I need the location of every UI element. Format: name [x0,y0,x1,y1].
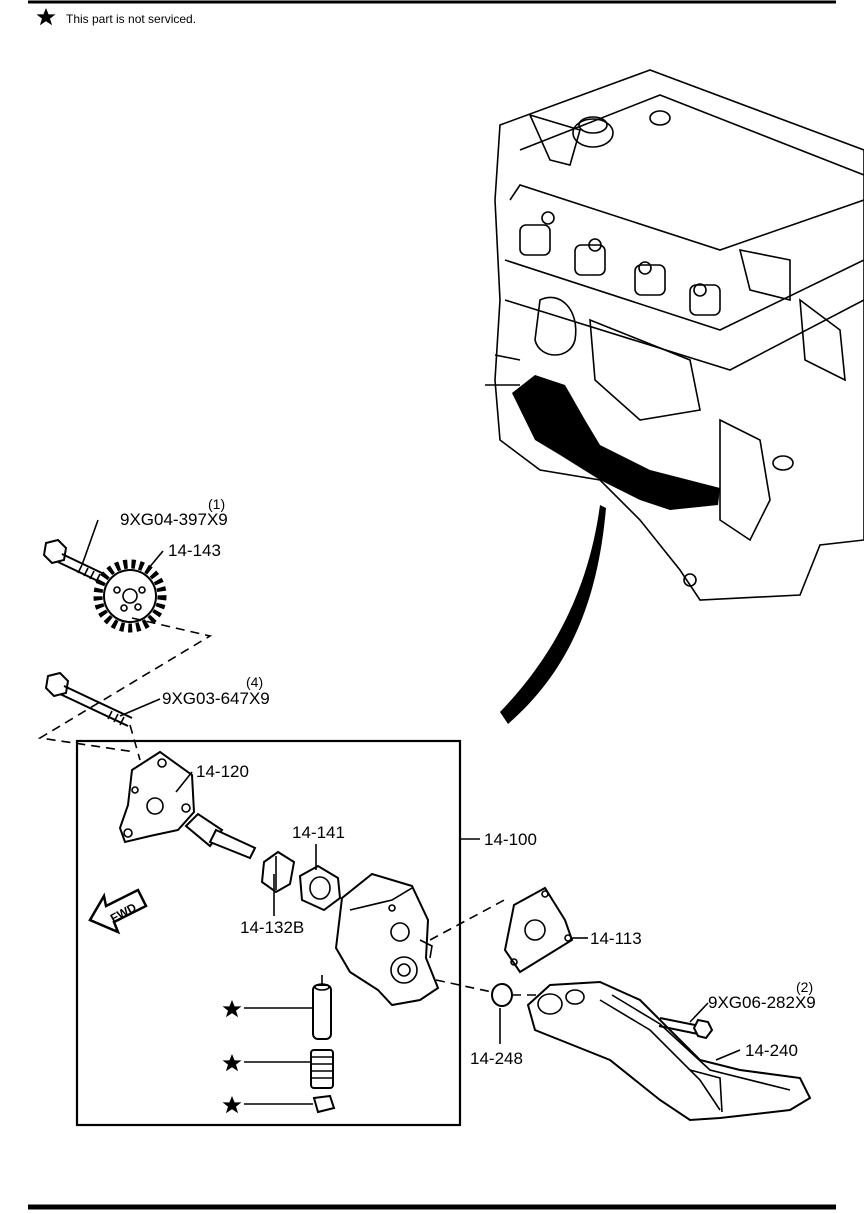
gear-bolt-callout: 9XG04-397X9 [120,510,228,529]
gear-bolt-qty: (1) [208,496,225,512]
leader-strainer-bolt [689,1002,709,1023]
inner-rotor [260,850,296,894]
oil-pump-location-highlight [512,375,720,510]
strainer-bolt [658,1017,714,1040]
oil-strainer [526,980,812,1122]
star-icon [222,1054,242,1072]
engine-block-illustration [485,69,864,601]
outer-rotor-callout: 14-141 [292,823,345,842]
pump-mounting-bolt [44,671,133,727]
pump-cover [118,750,196,844]
o-ring [491,983,513,1007]
outer-rotor [298,864,342,912]
pump-body [334,872,440,1007]
legend: This part is not serviced. [36,8,196,26]
cover-callout: 14-120 [196,762,249,781]
pump-gasket [503,886,574,974]
star-icon [222,1000,242,1018]
gasket-callout: 14-113 [590,929,642,948]
fwd-direction-arrow: FWD [88,888,148,935]
fwd-arrow-icon [88,888,148,935]
assembly-line-bolt [129,724,141,761]
leader-gear-bolt [81,519,99,566]
relief-spring [310,1049,334,1089]
oil-pump-sprocket [93,559,167,633]
strainer-callout: 14-240 [745,1041,798,1060]
star-icon [36,8,56,26]
pump-shaft [184,812,257,860]
leader-strainer [715,1049,741,1061]
leader-long-bolt [119,698,161,717]
star-icon [222,1096,242,1114]
legend-note: This part is not serviced. [66,12,196,26]
strainer-bolt-qty: (2) [796,979,813,995]
leader-gear [147,550,164,570]
leader-cover [175,771,193,793]
o-ring-callout: 14-248 [470,1049,523,1068]
assembly-line-gasket [429,897,509,941]
relief-plug [312,1094,336,1114]
location-pointer-arrow [500,505,606,724]
long-bolt-qty: (4) [246,674,263,690]
gear-bolt [42,538,105,583]
inner-rotor-callout: 14-132B [240,918,304,937]
long-bolt-callout: 9XG03-647X9 [162,689,270,708]
relief-plunger [312,983,332,1040]
pump-assembly-boundary [75,739,462,1127]
pump-assembly-callout: 14-100 [484,830,537,849]
assembly-line-oring [435,979,493,993]
strainer-bolt-callout: 9XG06-282X9 [708,993,816,1012]
gear-callout: 14-143 [168,541,221,560]
